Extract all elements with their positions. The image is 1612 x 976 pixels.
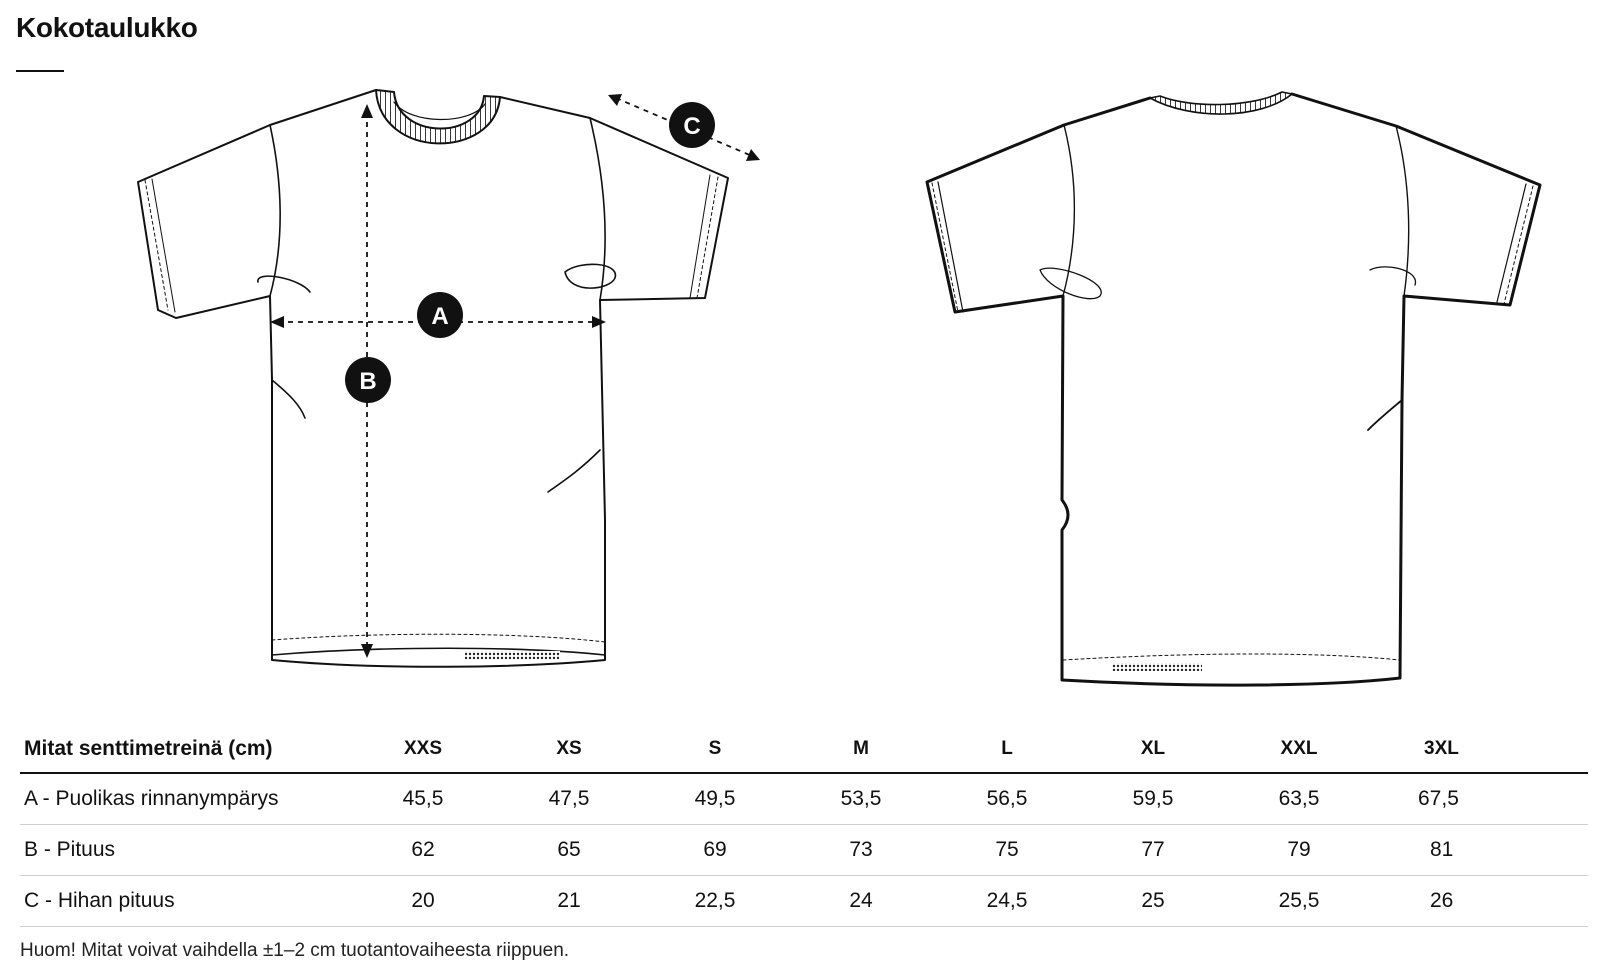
- svg-text:A: A: [431, 303, 448, 330]
- footnote: Huom! Mitat voivat vaihdella ±1–2 cm tuo…: [20, 940, 570, 961]
- size-header: S: [642, 726, 788, 774]
- table-row: A - Puolikas rinnanympärys 45,5 47,5 49,…: [20, 773, 1588, 825]
- front-body-outline: [137, 89, 729, 668]
- table-header-row: Mitat senttimetreinä (cm) XXS XS S M L X…: [20, 726, 1588, 774]
- svg-text:B: B: [359, 368, 376, 395]
- table-cell: 47,5: [496, 773, 642, 825]
- measure-arrowheads: [270, 94, 760, 658]
- table-cell: 49,5: [642, 773, 788, 825]
- table-cell: 53,5: [788, 773, 934, 825]
- table-cell: 56,5: [934, 773, 1080, 825]
- table-cell: 79: [1226, 824, 1372, 876]
- svg-text:C: C: [683, 113, 700, 140]
- table-cell: 25: [1080, 875, 1226, 927]
- marker-b: B: [345, 357, 391, 403]
- back-collar: [1149, 91, 1293, 115]
- table-cell: 62: [350, 824, 496, 876]
- table-cell: 77: [1080, 824, 1226, 876]
- page-title: Kokotaulukko: [16, 12, 198, 43]
- table-cell: 59,5: [1080, 773, 1226, 825]
- marker-c: C: [669, 102, 715, 148]
- table-cell: 63,5: [1226, 773, 1372, 825]
- table-cell: 24: [788, 875, 934, 927]
- size-header: M: [788, 726, 934, 774]
- tshirt-diagram: A B C: [137, 89, 1542, 687]
- table-cell: 73: [788, 824, 934, 876]
- table-cell: 24,5: [934, 875, 1080, 927]
- table-cell: 22,5: [642, 875, 788, 927]
- size-header: XXL: [1226, 726, 1372, 774]
- table-cell: 21: [496, 875, 642, 927]
- table-cell: 20: [350, 875, 496, 927]
- tshirt-back: [925, 91, 1542, 687]
- row-label: A - Puolikas rinnanympärys: [20, 773, 350, 825]
- tshirt-front: [137, 89, 729, 668]
- front-collar: [375, 89, 501, 145]
- table-cell: 81: [1372, 824, 1588, 876]
- size-header: XL: [1080, 726, 1226, 774]
- table-cell: 69: [642, 824, 788, 876]
- size-header: XS: [496, 726, 642, 774]
- table-cell: 25,5: [1226, 875, 1372, 927]
- size-header: 3XL: [1372, 726, 1588, 774]
- row-label: B - Pituus: [20, 824, 350, 876]
- table-row: C - Hihan pituus 20 21 22,5 24 24,5 25 2…: [20, 875, 1588, 927]
- table-cell: 26: [1372, 875, 1588, 927]
- table-cell: 67,5: [1372, 773, 1588, 825]
- table-cell: 75: [934, 824, 1080, 876]
- size-table: Mitat senttimetreinä (cm) XXS XS S M L X…: [20, 726, 1588, 927]
- title-underline: [16, 70, 64, 72]
- size-header: XXS: [350, 726, 496, 774]
- table-cell: 45,5: [350, 773, 496, 825]
- back-body-outline: [925, 92, 1542, 687]
- row-label: C - Hihan pituus: [20, 875, 350, 927]
- header-label: Mitat senttimetreinä (cm): [20, 726, 350, 774]
- table-cell: 65: [496, 824, 642, 876]
- table-row: B - Pituus 62 65 69 73 75 77 79 81: [20, 824, 1588, 876]
- size-header: L: [934, 726, 1080, 774]
- marker-a: A: [417, 292, 463, 338]
